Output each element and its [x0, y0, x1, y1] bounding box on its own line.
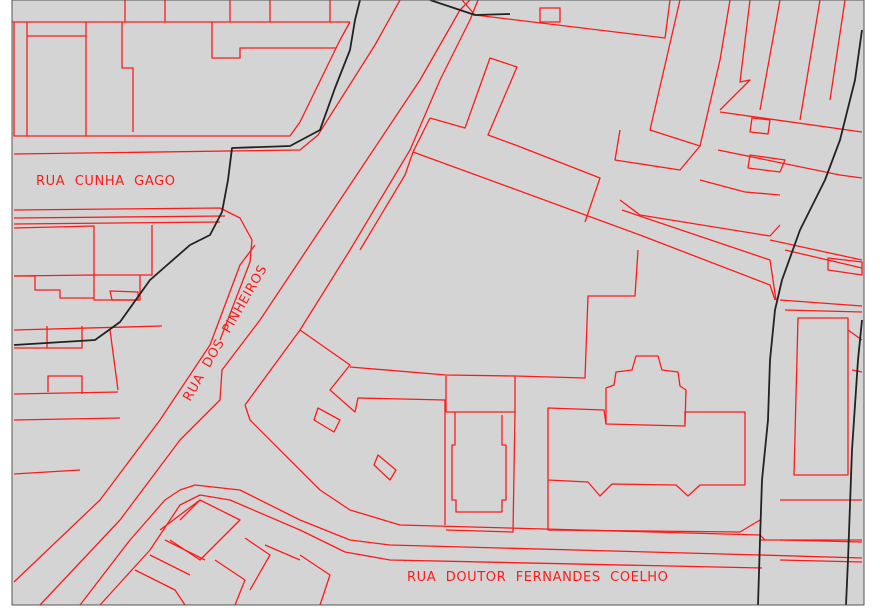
- block-top-center: [412, 0, 671, 223]
- map-border: [11, 0, 865, 606]
- block-central: [244, 151, 776, 541]
- street-label-cunha-gago: RUA CUNHA GAGO: [36, 174, 176, 189]
- block-left-middle: [13, 225, 163, 475]
- boundary-line: [13, 0, 863, 606]
- block-top-left: [12, 0, 351, 137]
- street-label-fernandes-coelho: RUA DOUTOR FERNANDES COELHO: [407, 570, 669, 585]
- map-canvas: [12, 0, 864, 605]
- block-school: [547, 355, 761, 533]
- block-bottom-left: [79, 484, 863, 606]
- street-cunha-gago: [13, 0, 401, 341]
